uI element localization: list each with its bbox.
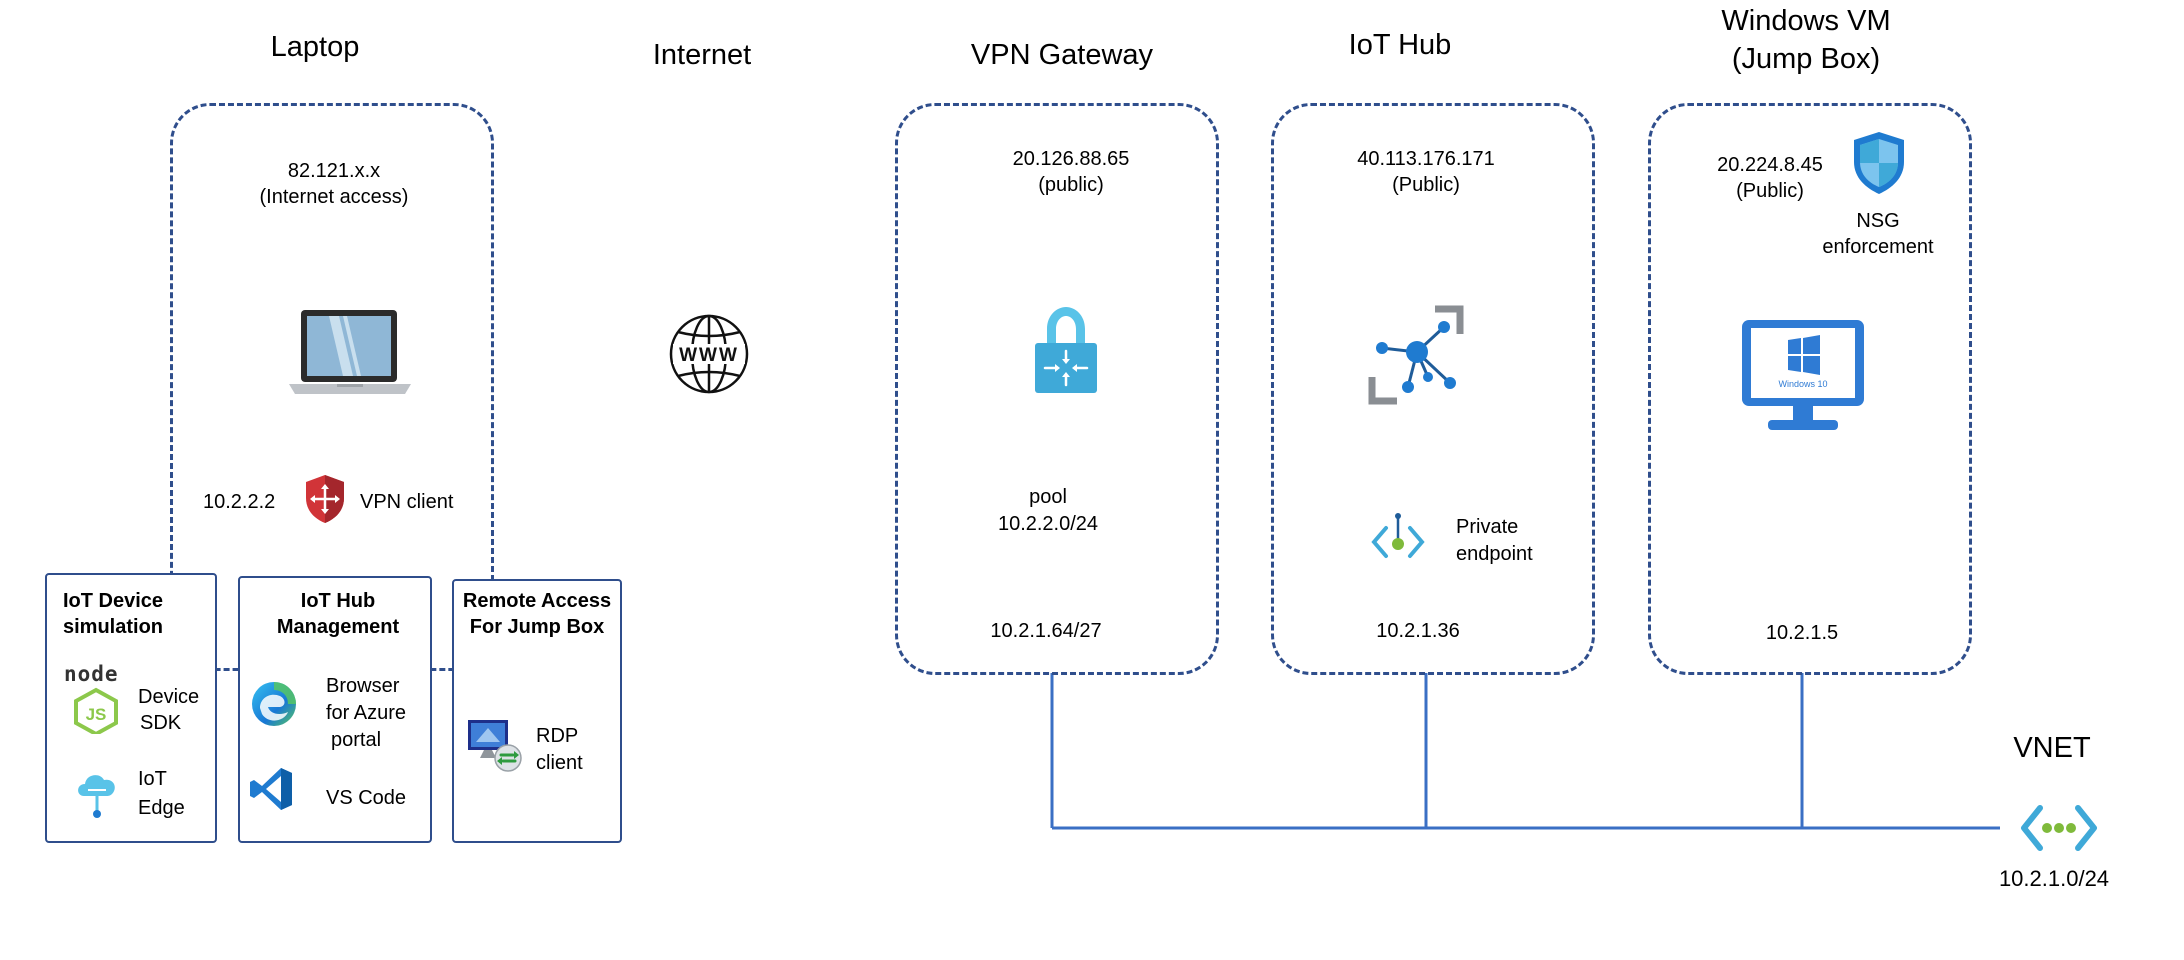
iot-device-card-subtitle: simulation — [62, 616, 164, 638]
windows-vm-title: Windows VM — [1721, 5, 1891, 37]
windows-vm-public-ip: 20.224.8.45 — [1717, 154, 1823, 176]
remote-access-card-title: Remote Access — [462, 590, 612, 612]
remote-access-card-subtitle: For Jump Box — [469, 616, 605, 638]
remote-access-card — [452, 579, 622, 843]
browser-label-2: for Azure — [326, 702, 407, 724]
vpn-pool-range: 10.2.2.0/24 — [997, 513, 1099, 535]
lock-icon — [1033, 305, 1099, 395]
edge-browser-icon — [250, 680, 298, 728]
browser-label-3: portal — [331, 729, 382, 751]
vscode-icon — [248, 766, 294, 812]
windows-vm-public-note: (Public) — [1736, 180, 1804, 202]
svg-text:WWW: WWW — [679, 345, 739, 366]
rdp-icon — [466, 716, 524, 774]
globe-icon: WWW — [668, 313, 750, 395]
nsg-label-2: enforcement — [1822, 236, 1934, 258]
iot-hub-public-note: (Public) — [1392, 174, 1460, 196]
nsg-label-1: NSG — [1856, 210, 1900, 232]
vpn-gateway-title: VPN Gateway — [970, 39, 1154, 71]
internet-title: Internet — [652, 39, 752, 71]
vnet-title: VNET — [2013, 732, 2091, 764]
device-sdk-label-2: SDK — [140, 712, 182, 734]
vnet-icon — [2020, 802, 2098, 854]
iot-hub-container — [1271, 103, 1595, 675]
nsg-shield-icon — [1852, 130, 1906, 196]
iot-edge-icon — [74, 768, 120, 818]
vpn-gateway-public-ip: 20.126.88.65 — [1012, 148, 1130, 170]
nodejs-icon: node JS — [62, 662, 130, 734]
monitor-os-text: Windows 10 — [1778, 379, 1828, 389]
vpn-gateway-container — [895, 103, 1219, 675]
rdp-label-1: RDP — [536, 725, 579, 747]
vpn-gateway-public-note: (public) — [1038, 174, 1104, 196]
iot-hub-subnet: 10.2.1.36 — [1376, 620, 1460, 642]
iot-hub-public-ip: 40.113.176.171 — [1357, 148, 1495, 170]
iot-device-card — [45, 573, 217, 843]
iot-device-card-title: IoT Device — [62, 590, 164, 612]
vpn-client-label: VPN client — [360, 491, 454, 513]
private-endpoint-label-2: endpoint — [1456, 543, 1533, 565]
vnet-lines — [1050, 673, 2000, 830]
laptop-icon — [287, 308, 413, 396]
vpn-shield-icon — [304, 474, 346, 524]
rdp-label-2: client — [536, 752, 583, 774]
private-endpoint-icon — [1370, 512, 1426, 564]
vnet-range: 10.2.1.0/24 — [1998, 866, 2110, 891]
laptop-vpn-ip: 10.2.2.2 — [203, 491, 276, 513]
iot-edge-label-1: IoT — [138, 768, 167, 790]
private-endpoint-label-1: Private — [1456, 516, 1519, 538]
iot-hub-management-card-title: IoT Hub — [300, 590, 376, 612]
monitor-icon: Windows 10 — [1740, 318, 1866, 432]
vpn-gateway-subnet: 10.2.1.64/27 — [990, 620, 1102, 642]
iot-hub-icon — [1368, 305, 1468, 405]
vscode-label: VS Code — [326, 787, 407, 809]
iot-edge-label-2: Edge — [138, 797, 185, 819]
svg-text:JS: JS — [86, 705, 107, 724]
windows-vm-container — [1648, 103, 1972, 675]
laptop-ip: 82.121.x.x — [287, 160, 381, 182]
vpn-pool-label: pool — [1029, 486, 1067, 508]
device-sdk-label-1: Device — [138, 686, 200, 708]
browser-label-1: Browser — [326, 675, 400, 697]
windows-vm-subtitle: (Jump Box) — [1731, 43, 1881, 75]
windows-vm-subnet: 10.2.1.5 — [1765, 622, 1839, 644]
iot-hub-management-card-subtitle: Management — [276, 616, 400, 638]
laptop-ip-note: (Internet access) — [259, 186, 409, 208]
laptop-title: Laptop — [270, 31, 360, 63]
iot-hub-title: IoT Hub — [1348, 29, 1452, 61]
